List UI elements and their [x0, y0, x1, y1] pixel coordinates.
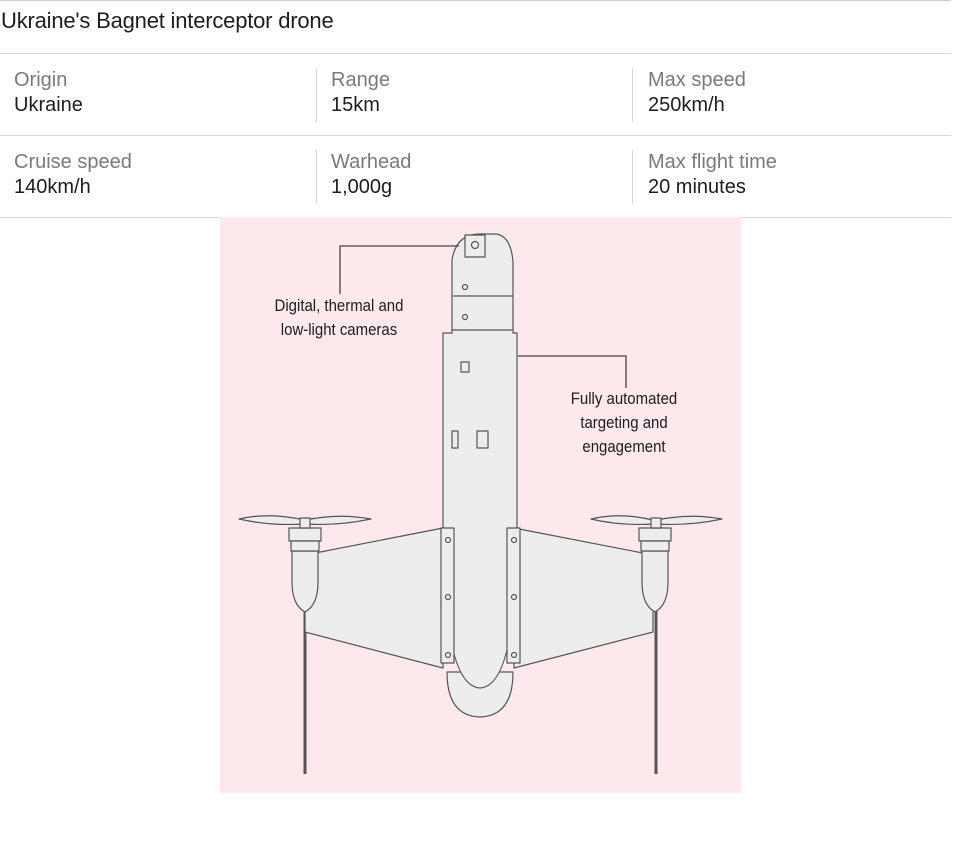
left-motor-collar: [290, 540, 320, 552]
spec-table: Origin Ukraine Range 15km Max speed 250k…: [0, 53, 951, 218]
callout-line: Fully automated: [570, 389, 678, 408]
spec-warhead: Warhead 1,000g: [316, 150, 411, 204]
spec-row: Origin Ukraine Range 15km Max speed 250k…: [0, 53, 951, 135]
left-motor-pod: [291, 550, 319, 613]
spec-label: Warhead: [331, 151, 412, 173]
spec-max-speed: Max speed 250km/h: [632, 68, 746, 122]
spec-label: Cruise speed: [14, 151, 132, 173]
spec-range: Range 15km: [316, 68, 390, 122]
right-propeller: [656, 515, 723, 526]
callout-cameras: Digital, thermal and low-light cameras: [257, 294, 421, 342]
nose-lens: [470, 240, 480, 250]
sensor-port: [461, 313, 469, 321]
left-prop-hub: [299, 517, 311, 529]
callout-line: targeting and: [580, 413, 668, 432]
callout-line: Digital, thermal and: [274, 296, 404, 315]
spec-value: 140km/h: [14, 176, 91, 198]
vent: [476, 430, 489, 449]
left-motor-housing: [288, 527, 322, 542]
right-prop-hub: [650, 517, 662, 529]
rivet: [444, 651, 452, 659]
rivet: [510, 651, 518, 659]
cameras-leader-line: [339, 245, 459, 294]
callout-targeting: Fully automated targeting and engagement: [547, 387, 702, 459]
spec-label: Max flight time: [648, 151, 777, 173]
spec-value: 15km: [331, 94, 380, 116]
top-rule: [0, 0, 951, 1]
left-propeller: [305, 515, 372, 526]
tail-bulb: [446, 671, 514, 718]
sensor-port: [461, 283, 469, 291]
right-propeller: [590, 515, 654, 526]
spec-max-flight-time: Max flight time 20 minutes: [632, 150, 777, 204]
spec-label: Origin: [14, 69, 68, 91]
right-motor-housing: [638, 527, 672, 542]
right-motor-collar: [640, 540, 670, 552]
spec-value: Ukraine: [14, 94, 83, 116]
vent: [460, 361, 470, 373]
right-wing: [513, 527, 654, 669]
callout-line: engagement: [582, 437, 666, 456]
spec-origin: Origin Ukraine: [14, 68, 83, 122]
spec-label: Range: [331, 69, 390, 91]
spec-cruise-speed: Cruise speed 140km/h: [14, 150, 132, 204]
spec-value: 1,000g: [331, 176, 393, 198]
rivet: [444, 593, 452, 601]
targeting-leader-line: [518, 355, 627, 388]
spec-value: 20 minutes: [648, 176, 746, 198]
rivet: [510, 536, 518, 544]
left-propeller: [238, 515, 305, 526]
callout-line: low-light cameras: [280, 320, 398, 339]
left-wing: [304, 527, 444, 669]
rivet: [510, 593, 518, 601]
vent: [451, 430, 459, 449]
spec-label: Max speed: [648, 69, 746, 91]
right-motor-pod: [641, 550, 669, 613]
rivet: [444, 536, 452, 544]
spec-value: 250km/h: [648, 94, 725, 116]
page-title: Ukraine's Bagnet interceptor drone: [1, 8, 334, 33]
